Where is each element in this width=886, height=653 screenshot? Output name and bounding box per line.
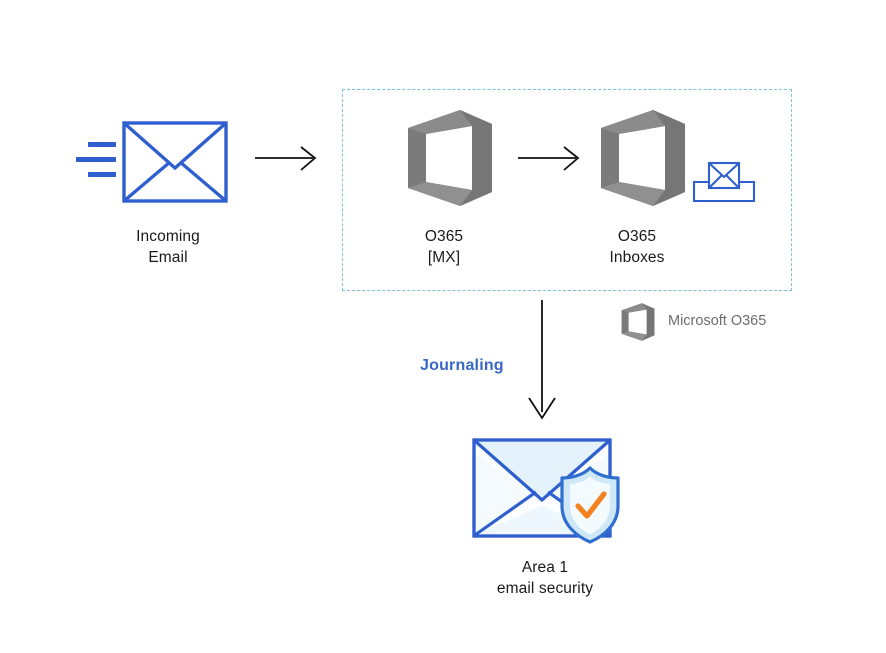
incoming-email-label: Incoming Email (136, 228, 200, 266)
journaling-label: Journaling (420, 357, 504, 374)
o365-inboxes-icon (597, 110, 689, 206)
envelope-icon (122, 121, 228, 203)
arrow-inboxes-to-area1 (520, 300, 564, 422)
arrow-mx-to-inboxes (518, 145, 588, 175)
shield-check-icon (560, 466, 620, 544)
office365-boundary-zone (342, 89, 792, 291)
legend-office365-label: Microsoft O365 (668, 313, 767, 329)
area1-email-security-label: Area 1 email security (496, 559, 594, 597)
o365-mx-icon (404, 110, 496, 206)
legend-office365-icon (620, 303, 656, 341)
arrow-incoming-to-mx (255, 145, 325, 175)
o365-mx-label: O365 [MX] (424, 228, 464, 266)
inbox-tray-envelope-icon (692, 156, 756, 204)
speed-lines-icon (76, 142, 116, 177)
incoming-email-icon (70, 112, 235, 217)
o365-inboxes-label: O365 Inboxes (609, 228, 665, 266)
area1-email-security-icon (470, 434, 630, 544)
